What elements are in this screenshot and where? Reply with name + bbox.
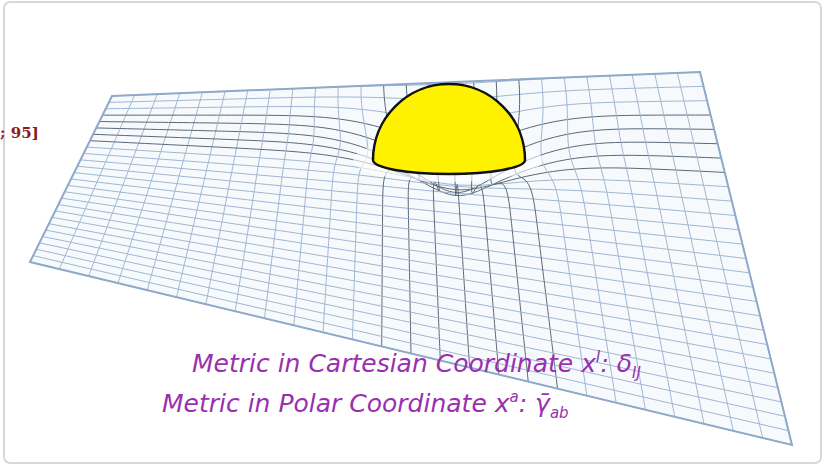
- grid-line: [52, 217, 767, 344]
- subscript-index: IJ: [632, 364, 641, 382]
- grid-plane: [30, 72, 792, 445]
- sun: [373, 84, 525, 174]
- grid-line: [677, 73, 762, 438]
- subscript-index: ab: [550, 404, 569, 422]
- metric-caption-line: Metric in Cartesian Coordinate xI: δIJ: [192, 348, 641, 382]
- grid-line: [655, 74, 734, 431]
- superscript-index: I: [596, 348, 600, 366]
- grid-border: [30, 72, 792, 445]
- grid-line: [541, 79, 587, 396]
- label-text: : γ̄: [519, 389, 550, 418]
- grid-line: [58, 205, 760, 316]
- grid-line: [43, 236, 778, 387]
- grid-line: [514, 80, 557, 388]
- label-text: : δ: [600, 349, 632, 378]
- sun-sphere: [353, 84, 543, 182]
- grid-line: [49, 224, 771, 359]
- spacetime-grid: [30, 72, 792, 445]
- reference-fragment: ; 95]: [0, 124, 39, 142]
- slide-frame: [4, 2, 821, 463]
- grid-line: [33, 256, 788, 431]
- label-text: ; 95]: [0, 124, 39, 142]
- metric-caption-line: Metric in Polar Coordinate xa: γ̄ab: [162, 388, 569, 422]
- superscript-index: a: [510, 388, 519, 406]
- label-text: Metric in Polar Coordinate x: [162, 389, 510, 418]
- grid-line: [39, 243, 781, 402]
- label-text: Metric in Cartesian Coordinate x: [192, 349, 596, 378]
- grid-line: [65, 192, 753, 287]
